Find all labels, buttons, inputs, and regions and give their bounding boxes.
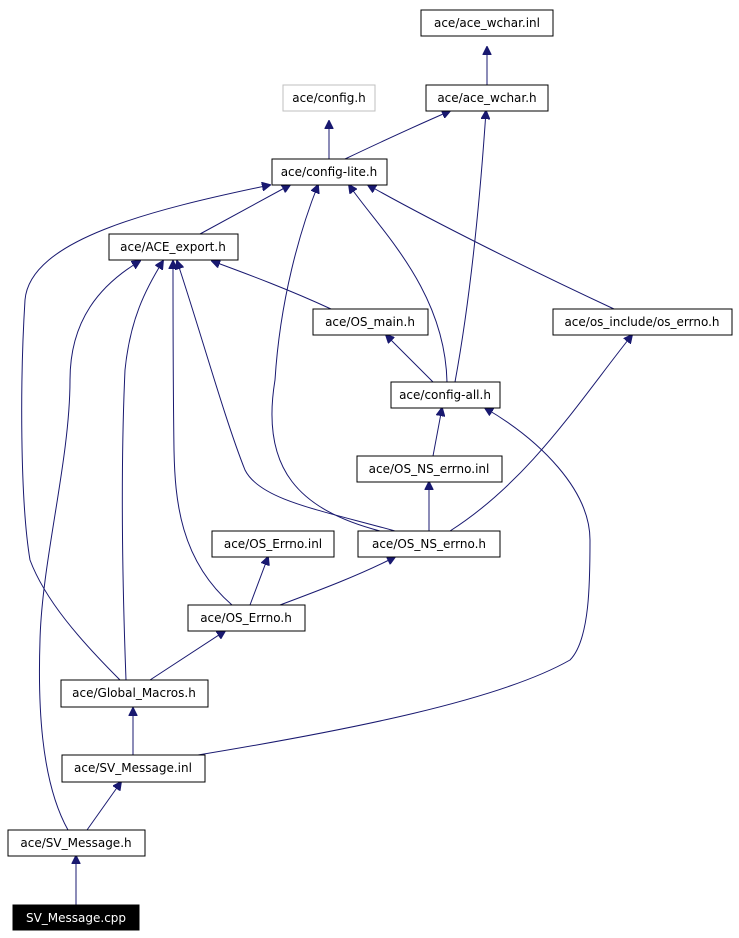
node-config-lite-h[interactable]: ace/config-lite.h (271, 158, 388, 186)
edge-os-errno-h-to-os-ns-errno-h (279, 557, 395, 606)
node-sv-message-inl[interactable]: ace/SV_Message.inl (61, 754, 206, 783)
edge-config-lite-to-ace-wchar-h (344, 111, 450, 160)
node-os-ns-errno-h[interactable]: ace/OS_NS_errno.h (357, 530, 501, 558)
node-label: ace/config-all.h (399, 388, 491, 402)
edge-sv-message-h-to-ace-export (38, 261, 140, 831)
node-sv-message-h[interactable]: ace/SV_Message.h (7, 829, 146, 857)
nodes: ace/ace_wchar.inl ace/ace_wchar.h ace/co… (7, 9, 733, 931)
edge-sv-message-inl-to-config-all (191, 408, 591, 757)
node-os-ns-errno-inl[interactable]: ace/OS_NS_errno.inl (356, 455, 503, 483)
edge-global-macros-to-config-lite (21, 185, 270, 681)
node-label: ace/OS_NS_errno.inl (369, 462, 490, 476)
edge-config-all-to-os-main (386, 335, 434, 383)
node-label: ace/OS_Errno.inl (224, 537, 322, 551)
node-label: SV_Message.cpp (26, 911, 126, 925)
node-config-all-h[interactable]: ace/config-all.h (390, 381, 501, 409)
edge-os-ns-errno-inl-to-config-all (432, 408, 442, 457)
edges (21, 47, 632, 905)
node-os-main-h[interactable]: ace/OS_main.h (312, 308, 429, 336)
node-label: ace/ACE_export.h (120, 240, 226, 254)
edge-os-ns-errno-h-to-ace-export (177, 261, 396, 532)
edge-os-errno-h-to-os-errno-inl (249, 557, 268, 606)
edge-os-main-to-ace-export (212, 261, 332, 310)
node-label: ace/config.h (292, 91, 366, 105)
node-label: ace/ace_wchar.h (437, 91, 536, 105)
node-ace-wchar-inl[interactable]: ace/ace_wchar.inl (420, 9, 554, 37)
edge-sv-message-h-to-sv-message-inl (86, 782, 121, 831)
edge-global-macros-to-os-errno-h (149, 631, 225, 681)
node-sv-message-cpp[interactable]: SV_Message.cpp (12, 904, 140, 931)
node-label: ace/config-lite.h (281, 165, 378, 179)
node-label: ace/OS_Errno.h (200, 611, 292, 625)
edge-config-all-to-ace-wchar-h (454, 111, 486, 383)
edge-ace-export-to-config-lite (199, 185, 290, 235)
edge-os-ns-errno-h-to-os-errno-inc (449, 335, 632, 532)
edge-os-ns-errno-h-to-config-lite (271, 185, 381, 532)
node-os-errno-h[interactable]: ace/OS_Errno.h (187, 604, 306, 632)
node-ace-export-h[interactable]: ace/ACE_export.h (108, 233, 239, 261)
edge-global-macros-to-ace-export (121, 261, 163, 681)
node-label: ace/ace_wchar.inl (434, 16, 540, 30)
edge-config-all-to-config-lite (349, 185, 448, 383)
edge-os-errno-h-to-ace-export (173, 261, 233, 606)
edge-os-errno-inc-to-config-lite (368, 185, 615, 310)
node-os-include-os-errno-h[interactable]: ace/os_include/os_errno.h (552, 308, 733, 336)
node-label: ace/os_include/os_errno.h (564, 315, 719, 329)
node-label: ace/Global_Macros.h (72, 686, 196, 700)
node-ace-wchar-h[interactable]: ace/ace_wchar.h (425, 84, 549, 112)
node-os-errno-inl[interactable]: ace/OS_Errno.inl (211, 530, 335, 558)
node-label: ace/OS_NS_errno.h (372, 537, 486, 551)
node-global-macros-h[interactable]: ace/Global_Macros.h (60, 679, 209, 708)
node-label: ace/SV_Message.h (20, 836, 131, 850)
node-label: ace/SV_Message.inl (74, 761, 192, 775)
node-config-h[interactable]: ace/config.h (282, 84, 376, 112)
node-label: ace/OS_main.h (325, 315, 415, 329)
